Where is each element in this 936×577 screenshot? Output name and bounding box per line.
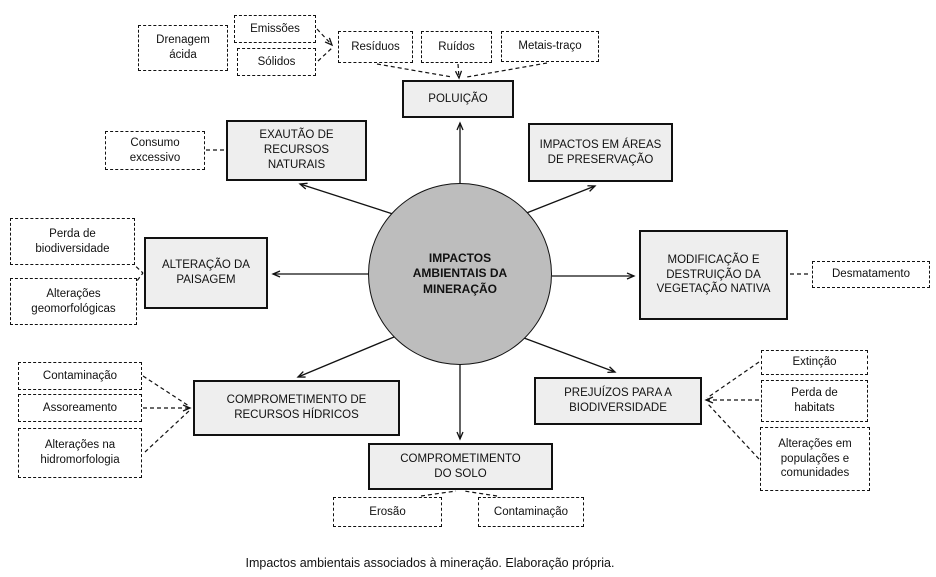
satellite-label: Contaminação (493, 505, 569, 518)
satellite-label: Ruídos (438, 40, 475, 53)
link-emissoes-residuos (316, 28, 332, 45)
category-label: IMPACTOS EM ÁREAS DE PRESERVAÇÃO (539, 138, 662, 166)
satellite-label: Resíduos (351, 40, 400, 53)
link-extincao-biodiv (706, 361, 760, 399)
link-residuos-poluicao (376, 63, 453, 78)
category-label: COMPROMETIMENTO DE RECURSOS HÍDRICOS (226, 394, 367, 421)
satellite-label: Sólidos (257, 55, 296, 68)
link-metais-poluicao (466, 62, 548, 78)
satellite-metais-traco: Metais-traço (501, 31, 599, 62)
satellite-residuos: Resíduos (338, 31, 413, 63)
satellite-label: Assoreamento (42, 401, 118, 414)
satellite-label: Drenagem ácida (156, 34, 210, 61)
link-erosao-solo (420, 490, 457, 497)
satellite-desmatamento: Desmatamento (812, 261, 930, 288)
category-poluicao: POLUIÇÃO (402, 80, 514, 118)
category-biodiversidade: PREJUÍZOS PARA A BIODIVERSIDADE (534, 377, 702, 425)
center-node-label: IMPACTOS AMBIENTAIS DA MINERAÇÃO (412, 250, 508, 296)
figure-caption: Impactos ambientais associados à mineraç… (245, 556, 615, 570)
category-label: EXAUTÃO DE RECURSOS NATURAIS (259, 129, 334, 171)
satellite-contaminacao-solo: Contaminação (478, 497, 584, 527)
category-exautao-recursos: EXAUTÃO DE RECURSOS NATURAIS (226, 120, 367, 181)
satellite-alteracoes-hidromorfologia: Alterações na hidromorfologia (18, 428, 142, 478)
satellite-label: Emissões (250, 22, 300, 35)
category-recursos-hidricos: COMPROMETIMENTO DE RECURSOS HÍDRICOS (193, 380, 400, 436)
category-label: PREJUÍZOS PARA A BIODIVERSIDADE (564, 387, 672, 414)
satellite-perda-biodiversidade: Perda de biodiversidade (10, 218, 135, 265)
satellite-emissoes: Emissões (234, 15, 316, 43)
satellite-label: Metais-traço (518, 40, 582, 53)
satellite-contaminacao-hidricos: Contaminação (18, 362, 142, 390)
satellite-assoreamento: Assoreamento (18, 394, 142, 422)
satellite-label: Perda de biodiversidade (35, 227, 110, 255)
satellite-alteracoes-populacoes: Alterações em populações e comunidades (760, 427, 870, 491)
satellite-label: Extinção (792, 356, 837, 369)
category-alteracao-paisagem: ALTERAÇÃO DA PAISAGEM (144, 237, 268, 309)
link-solidos-residuos (317, 47, 333, 62)
link-contaminacao-hidricos (142, 375, 190, 407)
category-label: POLUIÇÃO (428, 92, 488, 105)
satellite-label: Erosão (369, 505, 406, 518)
arrow-center-to-biodiversidade (523, 337, 615, 372)
arrow-center-to-exautao (300, 184, 397, 216)
category-vegetacao-nativa: MODIFICAÇÃO E DESTRUIÇÃO DA VEGETAÇÃO NA… (639, 230, 788, 320)
satellite-label: Alterações na hidromorfologia (40, 439, 120, 466)
category-areas-preservacao: IMPACTOS EM ÁREAS DE PRESERVAÇÃO (528, 123, 673, 182)
satellite-drenagem-acida: Drenagem ácida (138, 25, 228, 71)
satellite-consumo-excessivo: Consumo excessivo (105, 131, 205, 170)
category-label: MODIFICAÇÃO E DESTRUIÇÃO DA VEGETAÇÃO NA… (656, 253, 771, 296)
satellite-label: Alterações geomorfológicas (31, 287, 116, 315)
satellite-label: Alterações em populações e comunidades (778, 437, 852, 480)
satellite-ruidos: Ruídos (421, 31, 492, 63)
satellite-alteracoes-geomorfologicas: Alterações geomorfológicas (10, 278, 137, 325)
satellite-extincao: Extinção (761, 350, 868, 375)
satellite-label: Desmatamento (832, 268, 910, 281)
category-label: COMPROMETIMENTO DO SOLO (400, 452, 521, 480)
link-populacoes-biodiv (706, 402, 760, 460)
satellite-perda-habitats: Perda de habitats (761, 380, 868, 422)
satellite-label: Contaminação (42, 369, 118, 382)
arrow-center-to-hidricos (298, 336, 395, 377)
center-node: IMPACTOS AMBIENTAIS DA MINERAÇÃO (368, 183, 552, 365)
satellite-erosao: Erosão (333, 497, 442, 527)
link-hidromorfologia-hidricos (144, 410, 190, 453)
satellite-label: Consumo excessivo (129, 136, 181, 164)
category-label: ALTERAÇÃO DA PAISAGEM (162, 259, 250, 286)
satellite-label: Perda de habitats (791, 387, 838, 414)
category-solo: COMPROMETIMENTO DO SOLO (368, 443, 553, 490)
satellite-solidos: Sólidos (237, 48, 316, 76)
link-ruidos-poluicao (458, 63, 459, 78)
arrow-center-to-areas (523, 186, 595, 215)
link-contaminacao-solo (463, 490, 498, 497)
